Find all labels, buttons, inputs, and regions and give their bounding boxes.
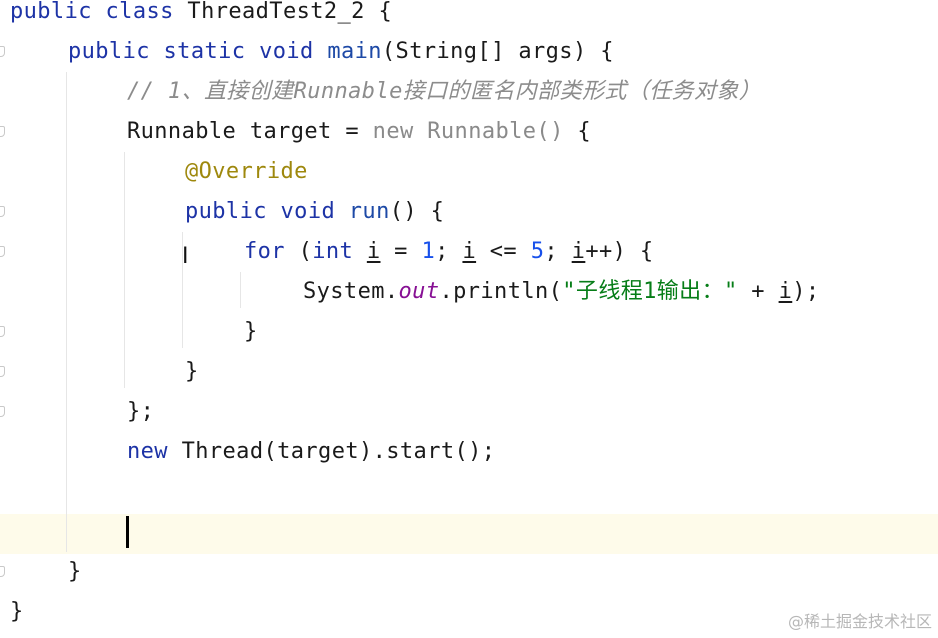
watermark: @稀土掘金技术社区 [787, 612, 932, 631]
loop-variable: i [366, 239, 381, 264]
code-line-3-comment[interactable]: // 1、直接创建Runnable接口的匿名内部类形式（任务对象） [127, 72, 761, 112]
fold-marker-icon[interactable] [0, 126, 8, 138]
current-line-highlight [0, 514, 938, 554]
fold-marker-icon[interactable] [0, 246, 8, 258]
text-caret [126, 516, 129, 548]
operator: = [394, 239, 408, 264]
code-line-11[interactable]: }; [127, 392, 154, 432]
brace: } [68, 559, 82, 584]
code-line-1[interactable]: public class ThreadTest2_2 { [10, 0, 392, 32]
type-name: Runnable [127, 119, 237, 144]
code-line-6[interactable]: public void run() { [185, 192, 444, 232]
annotation: @Override [185, 159, 308, 184]
comment-text: // 1、直接创建Runnable接口的匿名内部类形式（任务对象） [127, 79, 762, 104]
loop-variable: i [571, 239, 586, 264]
keyword: new [127, 439, 168, 464]
number-literal: 1 [421, 239, 436, 264]
brace: { [577, 119, 592, 144]
method-name: main [327, 39, 382, 64]
code-line-5[interactable]: @Override [185, 152, 308, 192]
text-cursor-icon: I [182, 244, 189, 269]
brace: } [10, 599, 24, 624]
brace: }; [127, 399, 155, 424]
brace: } [185, 359, 199, 384]
statement: Thread(target).start(); [181, 439, 496, 464]
code-line-2[interactable]: public static void main(String[] args) { [68, 32, 614, 72]
brace: { [600, 39, 614, 64]
indent-guide [66, 72, 67, 552]
keyword: void [259, 39, 314, 64]
params: (String[] args) [381, 39, 587, 64]
fold-marker-icon[interactable] [0, 326, 8, 338]
keyword: public [68, 39, 150, 64]
code-line-14[interactable]: } [68, 552, 82, 592]
code-line-4[interactable]: Runnable target = new Runnable() { [127, 112, 591, 152]
indent-guide [124, 152, 125, 388]
variable-name: target [249, 119, 332, 144]
loop-variable: i [462, 239, 477, 264]
code-line-9[interactable]: } [244, 312, 258, 352]
keyword: public [185, 199, 267, 224]
number-literal: 5 [530, 239, 545, 264]
loop-variable: i [778, 279, 793, 304]
operator: <= [489, 239, 518, 264]
editor-gutter[interactable] [0, 0, 10, 638]
fold-marker-icon[interactable] [0, 206, 8, 218]
punctuation: ; [435, 239, 449, 264]
keyword: class [105, 0, 174, 24]
code-line-15[interactable]: } [10, 592, 24, 632]
operator: + [751, 279, 765, 304]
brace: } [244, 319, 258, 344]
keyword: void [280, 199, 336, 224]
keyword: public [10, 0, 92, 24]
code-line-12[interactable]: new Thread(target).start(); [127, 432, 495, 472]
class-ref: System. [303, 279, 399, 304]
code-line-8[interactable]: System.out.println("子线程1输出：" + i); [303, 272, 820, 312]
fold-marker-icon[interactable] [0, 406, 8, 418]
indent-guide [240, 272, 241, 308]
operator: = [345, 119, 360, 144]
method-name: run [348, 199, 390, 224]
punctuation: () { [389, 199, 445, 224]
punctuation: ++) { [585, 239, 654, 264]
punctuation: ; [544, 239, 559, 264]
code-line-7[interactable]: for (int i = 1; i <= 5; i++) { [244, 232, 654, 272]
method-call: .println( [439, 279, 563, 304]
brace: { [378, 0, 393, 24]
constructor: Runnable() [427, 119, 564, 144]
punctuation: ( [298, 239, 313, 264]
fold-marker-icon[interactable] [0, 46, 8, 58]
class-name: ThreadTest2_2 [187, 0, 365, 24]
fold-marker-icon[interactable] [0, 566, 8, 578]
keyword: int [312, 239, 354, 264]
keyword: new [372, 119, 414, 144]
keyword: for [244, 239, 285, 264]
keyword: static [163, 39, 246, 64]
fold-marker-icon[interactable] [0, 366, 8, 378]
string-literal: "子线程1输出：" [562, 279, 738, 304]
static-field: out [398, 279, 440, 304]
indent-guide [182, 232, 183, 348]
code-line-10[interactable]: } [185, 352, 199, 392]
punctuation: ); [792, 279, 820, 304]
